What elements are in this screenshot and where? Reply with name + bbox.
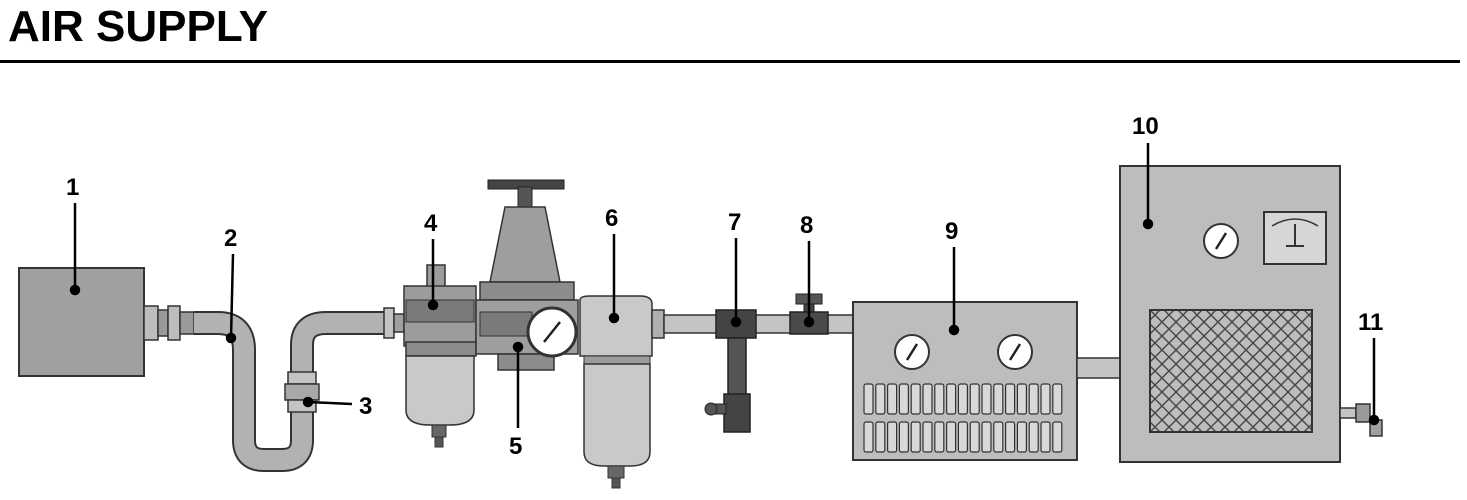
vent-slot — [1016, 383, 1028, 415]
label-5: 5 — [509, 433, 522, 460]
air-dryer — [852, 301, 1078, 461]
vent-slot — [863, 383, 874, 415]
dryer-vents — [863, 383, 1063, 453]
vent-slot — [993, 383, 1004, 415]
vent-slot — [1016, 421, 1028, 453]
leader-lines — [69, 143, 1380, 428]
vent-slot — [886, 383, 898, 415]
vent-slot — [969, 383, 980, 415]
connecting-pipe — [1076, 357, 1122, 379]
vent-slot — [957, 383, 969, 415]
vent-slot — [910, 383, 921, 415]
vent-slot — [957, 421, 969, 453]
label-1: 1 — [66, 174, 79, 201]
vent-slot — [1004, 383, 1016, 415]
vent-slot — [875, 383, 886, 415]
label-10: 10 — [1132, 113, 1159, 140]
vent-slot — [1040, 383, 1051, 415]
page-title: AIR SUPPLY — [8, 2, 269, 51]
vent-slot — [922, 383, 933, 415]
vent-slot — [981, 383, 992, 415]
vent-slot — [898, 421, 910, 453]
vent-slot — [922, 421, 933, 453]
pressure-regulator — [475, 179, 579, 371]
vent-slot — [945, 383, 957, 415]
vent-slot — [863, 421, 874, 453]
vent-slot — [910, 421, 921, 453]
vent-slot — [898, 383, 910, 415]
drop-leg-drain — [704, 309, 757, 433]
label-4: 4 — [424, 210, 438, 237]
receiver-cabinet — [1119, 165, 1341, 463]
compressor-box — [18, 267, 145, 377]
vent-slot — [886, 421, 898, 453]
filter — [403, 264, 477, 448]
vent-slot — [993, 421, 1004, 453]
label-2: 2 — [224, 225, 237, 252]
vent-slot — [945, 421, 957, 453]
vent-slot — [969, 421, 980, 453]
vent-slot — [981, 421, 992, 453]
vent-slot — [1028, 421, 1039, 453]
coalescing-filter — [579, 295, 665, 489]
vent-slot — [1004, 421, 1016, 453]
vent-slot — [875, 421, 886, 453]
vent-slot — [1052, 383, 1063, 415]
label-11: 11 — [1358, 309, 1383, 336]
air-hose — [194, 311, 390, 472]
label-7: 7 — [728, 209, 741, 236]
label-3: 3 — [359, 393, 372, 420]
vent-slot — [1028, 383, 1039, 415]
label-9: 9 — [945, 218, 958, 245]
vent-slot — [1052, 421, 1063, 453]
label-6: 6 — [605, 205, 618, 232]
inlet-fitting — [383, 307, 405, 339]
label-8: 8 — [800, 212, 813, 239]
vent-slot — [934, 383, 945, 415]
compressor-fitting — [143, 305, 195, 341]
vent-slot — [1040, 421, 1051, 453]
vent-slot — [934, 421, 945, 453]
hose-coupling — [284, 371, 320, 413]
title-rule — [0, 60, 1460, 63]
